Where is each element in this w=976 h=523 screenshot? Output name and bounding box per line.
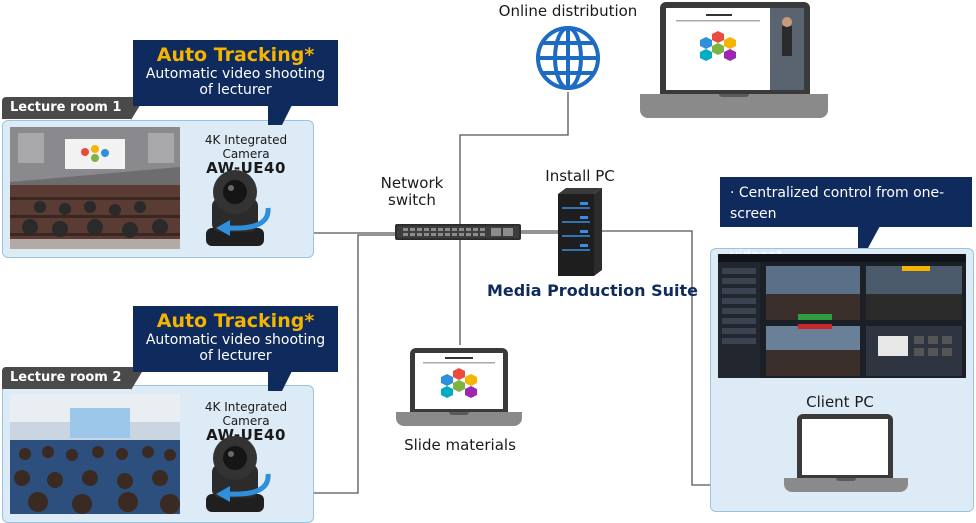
lecture-room-2-tab: Lecture room 2	[2, 367, 146, 390]
camera-1-desc: 4K Integrated Camera	[204, 133, 288, 161]
client-laptop-base	[784, 478, 908, 492]
globe-icon	[534, 24, 602, 92]
wire-switch-online	[459, 92, 569, 228]
network-switch-label: Network switch	[362, 175, 462, 209]
media-production-ui-screenshot	[718, 254, 966, 378]
camera-1-model: AW-UE40	[206, 159, 286, 177]
camera-2-desc: 4K Integrated Camera	[204, 400, 288, 428]
auto-tracking-desc-1a: Automatic video shooting	[145, 66, 326, 82]
ptz-camera-1-icon	[198, 168, 274, 248]
slides-laptop-display	[415, 353, 503, 409]
install-pc-label: Install PC	[545, 167, 615, 185]
auto-tracking-title-2: Auto Tracking*	[156, 310, 315, 332]
lecture-room-1-photo	[10, 127, 180, 249]
network-switch-icon	[395, 222, 521, 242]
lecture-room-2-photo	[10, 394, 180, 514]
online-laptop-display	[666, 8, 804, 90]
callout-2-pointer	[268, 371, 292, 391]
client-features-callout: · Centralized control from one-screen · …	[720, 177, 972, 264]
server-tower-icon	[558, 188, 602, 276]
auto-tracking-callout-1: Auto Tracking* Automatic video shooting …	[133, 40, 338, 106]
auto-tracking-desc-1b: of lecturer	[199, 82, 272, 98]
callout-1-pointer	[268, 105, 292, 125]
auto-tracking-callout-2: Auto Tracking* Automatic video shooting …	[133, 306, 338, 372]
client-feature-1: · Centralized control from one-screen	[730, 185, 945, 222]
client-pc-label: Client PC	[806, 393, 874, 411]
client-callout-pointer	[858, 226, 880, 248]
client-laptop-display	[802, 419, 888, 475]
lecture-room-1-tab: Lecture room 1	[2, 97, 146, 120]
network-switch-line1: Network	[380, 174, 444, 192]
online-distribution-label: Online distribution	[498, 2, 638, 20]
camera-2-label: 4K Integrated Camera AW-UE40	[182, 400, 310, 443]
auto-tracking-desc-2a: Automatic video shooting	[145, 332, 326, 348]
network-switch-line2: switch	[388, 191, 436, 209]
slides-laptop-base	[396, 412, 522, 426]
media-production-suite-label: Media Production Suite	[487, 281, 698, 300]
slide-materials-label: Slide materials	[404, 436, 516, 454]
wire-room2-switch	[272, 234, 395, 494]
ptz-camera-2-icon	[198, 434, 274, 514]
online-laptop-base	[640, 94, 828, 118]
auto-tracking-title-1: Auto Tracking*	[156, 44, 315, 66]
camera-1-label: 4K Integrated Camera AW-UE40	[182, 133, 310, 177]
auto-tracking-desc-2b: of lecturer	[199, 348, 272, 364]
